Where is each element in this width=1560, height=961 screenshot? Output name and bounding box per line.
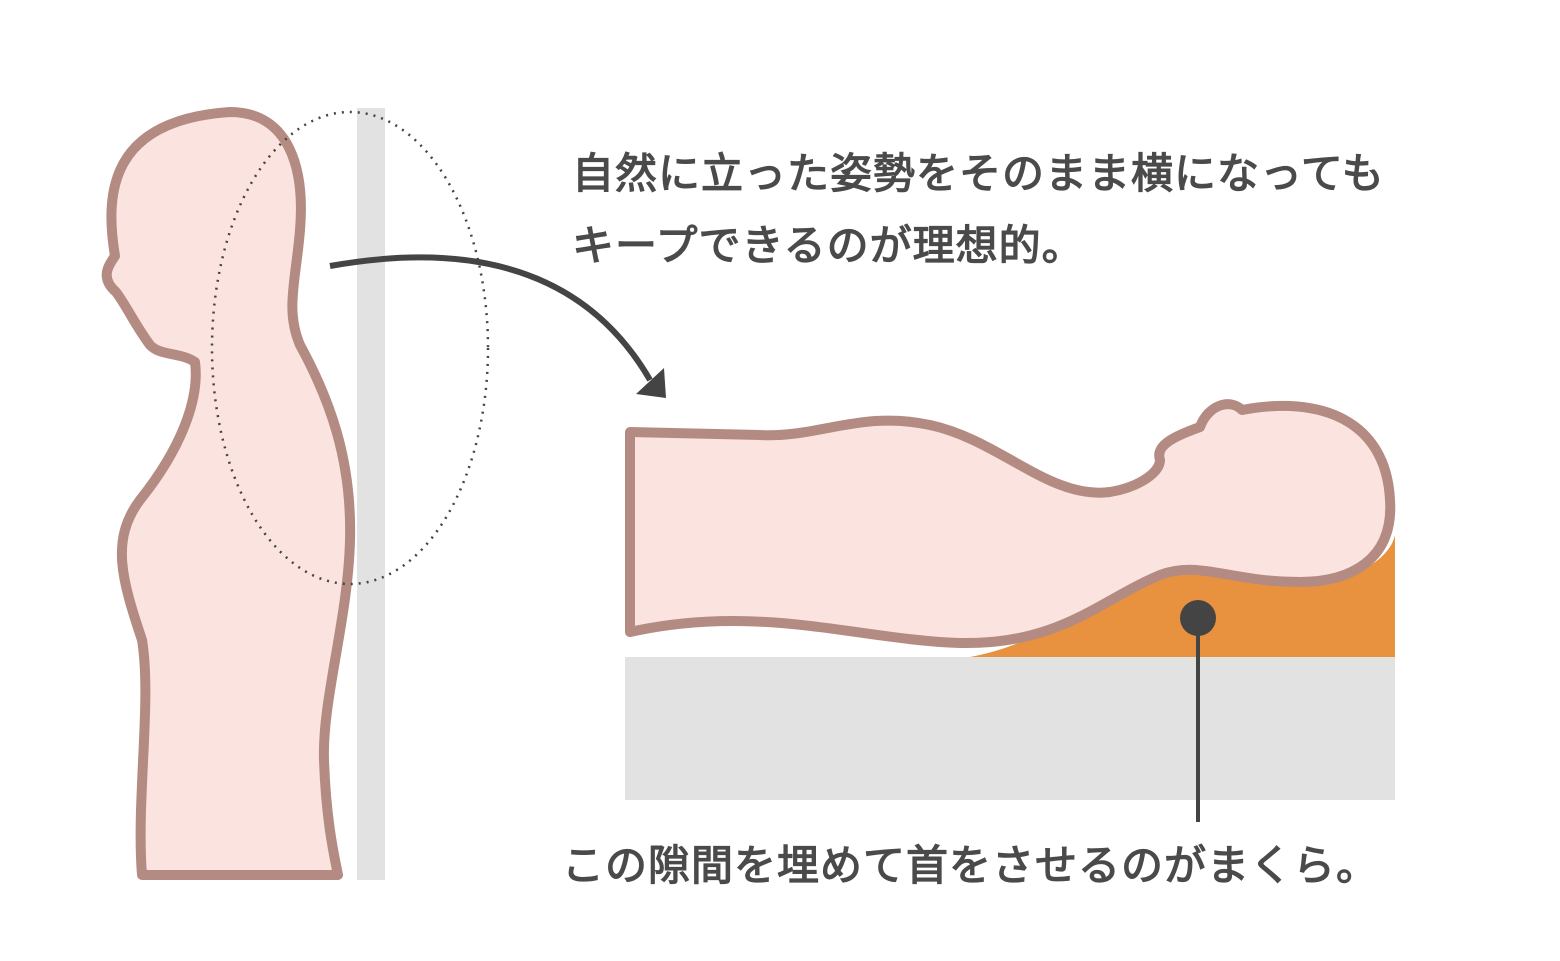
arrow-head-icon xyxy=(636,368,666,398)
lying-figure xyxy=(625,399,1396,649)
wall-bar xyxy=(357,108,385,880)
caption-top-line2: キープできるのが理想的。 xyxy=(572,221,1085,270)
arrow-line xyxy=(329,254,653,382)
mattress xyxy=(625,657,1395,800)
dotted-highlight-ellipse xyxy=(210,110,490,586)
caption-bottom: この隙間を埋めて首をさせるのがまくら。 xyxy=(562,841,1380,890)
caption-top-line1: 自然に立った姿勢をそのまま横になっても xyxy=(572,149,1385,198)
pillow xyxy=(970,535,1395,657)
standing-figure xyxy=(101,107,356,880)
